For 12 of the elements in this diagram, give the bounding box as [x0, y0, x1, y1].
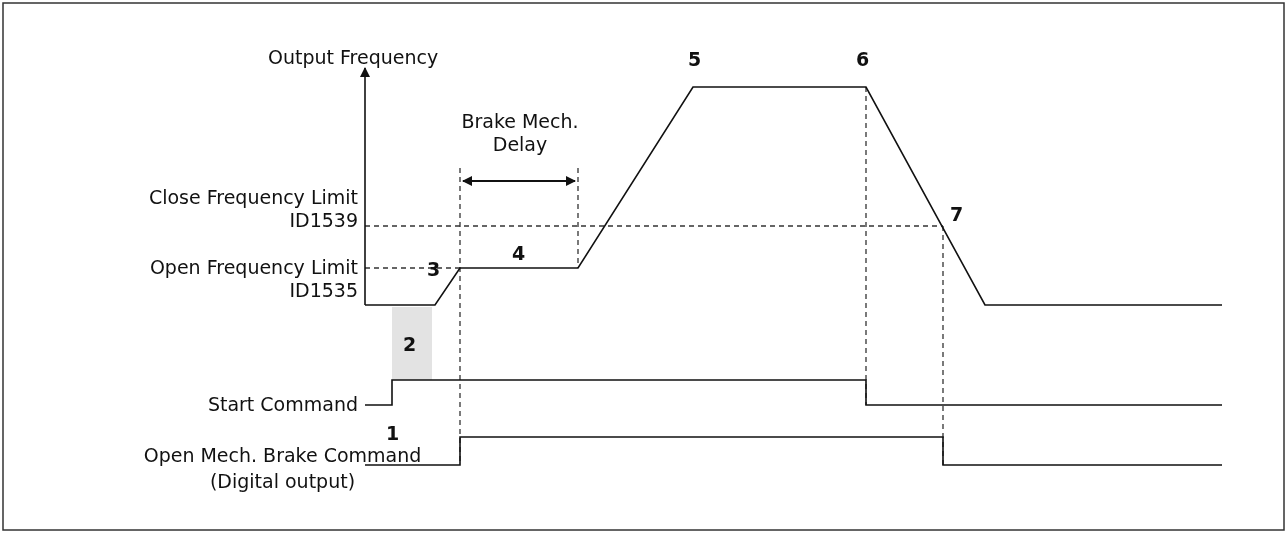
callout-number: 1	[386, 422, 401, 445]
callout-number: 4	[512, 242, 527, 265]
axis-label: Output Frequency	[268, 46, 440, 69]
signal-label: Start Command	[206, 393, 358, 416]
threshold-label: Open Frequency Limit ID1535	[148, 256, 358, 302]
delay-label: Brake Mech. Delay	[460, 110, 580, 156]
callout-number: 6	[856, 48, 871, 71]
callout-number: 2	[403, 333, 418, 356]
signal-label: Open Mech. Brake Command (Digital output)	[142, 443, 423, 494]
threshold-label: Close Frequency Limit ID1539	[147, 186, 358, 232]
callout-number: 7	[950, 203, 965, 226]
callout-number: 5	[688, 48, 703, 71]
